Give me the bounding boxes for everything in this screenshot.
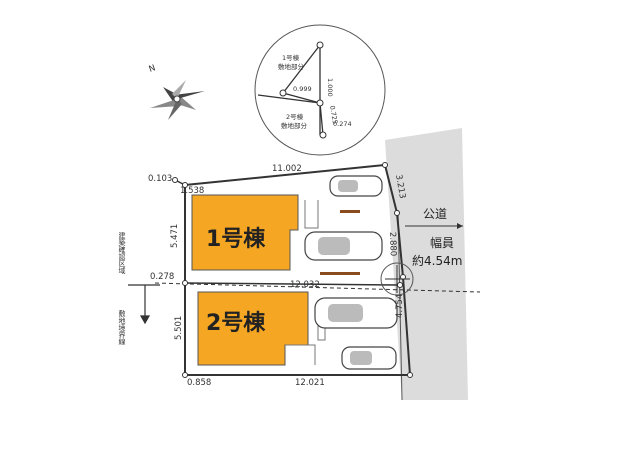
- detail-upper-label-2: 敷地部分: [278, 62, 305, 71]
- dim-left-height-2: 5.501: [174, 316, 184, 340]
- lot-split-line: [154, 282, 481, 293]
- road-name: 公道: [423, 207, 447, 221]
- detail-markers: [279, 41, 327, 139]
- boundary-note-line2: 敷地境界線: [118, 309, 126, 345]
- building-1: [191, 194, 299, 271]
- detail-marker-lines: [385, 265, 410, 293]
- dim-bottom-left-offset: 0.858: [187, 378, 211, 388]
- car-1: [329, 175, 383, 197]
- detail-dim-horizontal: 0.999: [293, 85, 312, 93]
- dim-right-middle: 2.880: [387, 232, 398, 257]
- boundary-note-arrow: [139, 285, 151, 325]
- road-width-value: 約4.54m: [412, 253, 462, 268]
- building-2-label: 2号棟: [206, 310, 266, 336]
- detail-upper-label-1: 1号棟: [282, 53, 300, 62]
- lot-split-solid: [184, 282, 401, 286]
- compass-icon: [150, 80, 205, 120]
- detail-lower-label-2: 敷地部分: [281, 121, 308, 130]
- public-road: [385, 128, 468, 400]
- compass-north-label: N: [148, 63, 157, 75]
- dim-bottom-width: 12.021: [295, 378, 325, 388]
- detail-lower-label-1: 2号棟: [286, 112, 304, 121]
- car-4: [341, 346, 397, 370]
- building-1-label: 1号棟: [206, 226, 266, 252]
- dim-top-left-small: 1.538: [180, 186, 204, 196]
- dim-right-lower: 4.754: [395, 294, 405, 318]
- dim-split-width: 12.032: [290, 280, 320, 290]
- car-2: [304, 231, 383, 261]
- road-width-arrowhead: [457, 223, 463, 229]
- detail-dim-vertical: 1.000: [326, 78, 334, 97]
- dim-top-left-offset: 0.103: [148, 174, 172, 184]
- dim-right-upper: 3.213: [393, 174, 407, 200]
- road-edge: [397, 209, 403, 401]
- boundary-note-line1: 建築確認区域: [118, 231, 126, 274]
- detail-dim-small: 0.274: [333, 120, 352, 128]
- dim-top-width: 11.002: [272, 164, 302, 174]
- boundary-markers: [172, 162, 413, 378]
- detail-lines: [257, 44, 324, 136]
- dim-left-height-1: 5.471: [170, 224, 180, 248]
- road-width-label: 幅員: [430, 235, 454, 250]
- detail-marker-circle: [380, 262, 414, 296]
- detail-dim-diag: 0.725: [328, 105, 339, 125]
- dim-split-offset: 0.278: [150, 272, 174, 282]
- car-3: [314, 297, 398, 329]
